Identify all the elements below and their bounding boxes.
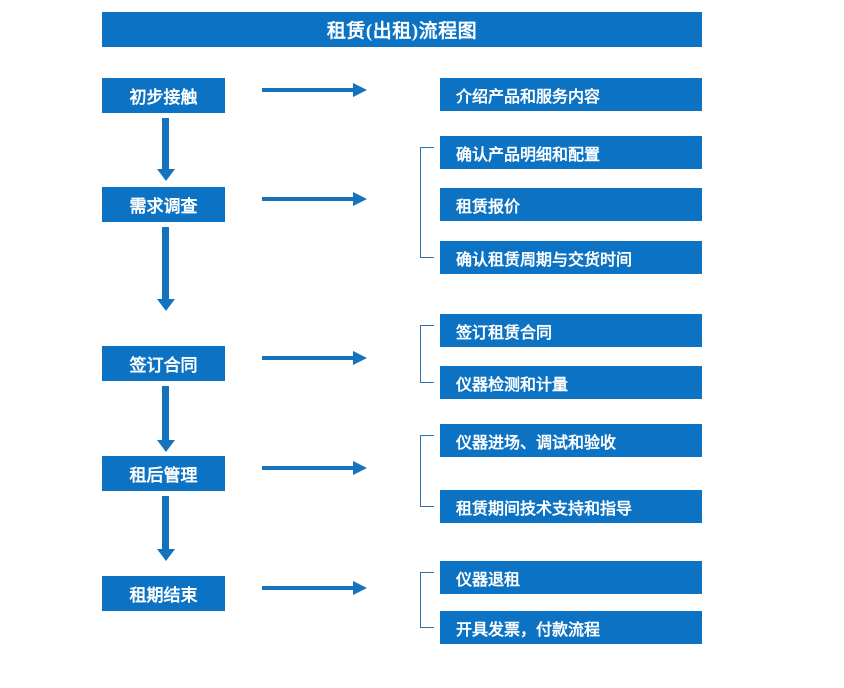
stage-box-sign-contract[interactable]: 签订合同: [102, 346, 225, 381]
page-title: 租赁(出租)流程图: [102, 12, 702, 47]
arrow-down-sign-contract: [162, 386, 169, 441]
stage-box-post-rental-management[interactable]: 租后管理: [102, 456, 225, 491]
detail-box-sign-contract-0[interactable]: 签订租赁合同: [440, 314, 702, 347]
arrow-down-post-rental-management: [162, 496, 169, 550]
arrow-right-needs-survey: [262, 197, 354, 201]
bracket-sign-contract: [420, 325, 434, 383]
detail-box-lease-end-0[interactable]: 仪器退租: [440, 561, 702, 594]
detail-box-post-rental-management-1[interactable]: 租赁期间技术支持和指导: [440, 490, 702, 523]
bracket-needs-survey: [420, 147, 434, 258]
arrow-right-lease-end: [262, 586, 354, 590]
bracket-lease-end: [420, 572, 434, 628]
detail-box-needs-survey-0[interactable]: 确认产品明细和配置: [440, 136, 702, 169]
detail-box-needs-survey-1[interactable]: 租赁报价: [440, 188, 702, 221]
detail-box-sign-contract-1[interactable]: 仪器检测和计量: [440, 366, 702, 399]
stage-box-initial-contact[interactable]: 初步接触: [102, 78, 225, 113]
bracket-post-rental-management: [420, 435, 434, 507]
stage-box-needs-survey[interactable]: 需求调查: [102, 187, 225, 222]
stage-box-lease-end[interactable]: 租期结束: [102, 576, 225, 611]
detail-box-initial-contact-0[interactable]: 介绍产品和服务内容: [440, 78, 702, 111]
arrow-right-post-rental-management: [262, 466, 354, 470]
detail-box-needs-survey-2[interactable]: 确认租赁周期与交货时间: [440, 241, 702, 274]
arrow-down-needs-survey: [162, 227, 169, 300]
arrow-down-initial-contact: [162, 118, 169, 170]
detail-box-lease-end-1[interactable]: 开具发票，付款流程: [440, 611, 702, 644]
detail-box-post-rental-management-0[interactable]: 仪器进场、调试和验收: [440, 424, 702, 457]
arrow-right-sign-contract: [262, 356, 354, 360]
arrow-right-initial-contact: [262, 88, 354, 92]
